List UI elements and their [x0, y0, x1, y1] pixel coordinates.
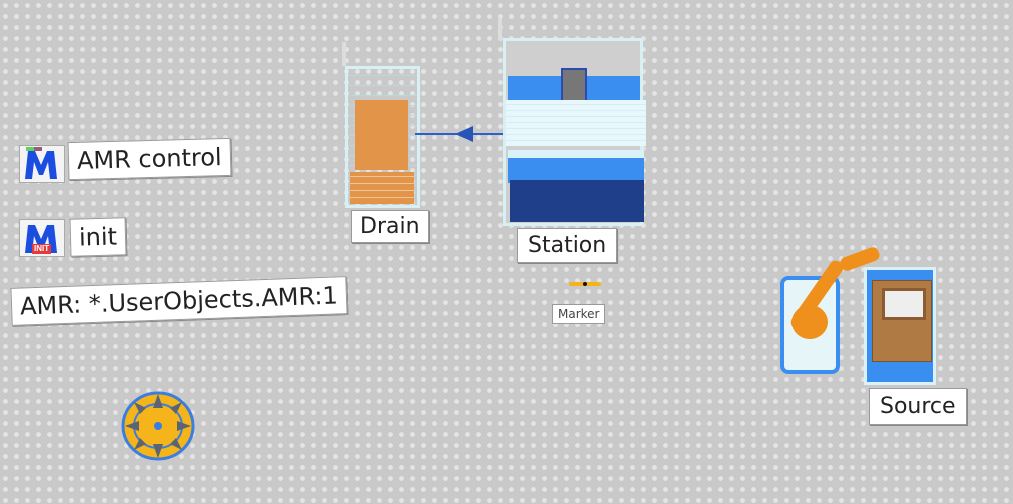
method-icon — [25, 225, 57, 253]
source-label[interactable]: Source — [869, 388, 967, 425]
method-amr-control-label[interactable]: AMR control — [67, 137, 232, 181]
drain-object[interactable] — [342, 42, 422, 208]
station-table — [506, 100, 646, 146]
drain-label[interactable]: Drain — [351, 210, 429, 243]
connector-arrow-icon — [455, 126, 473, 142]
status-indicator — [26, 147, 34, 151]
marker-label[interactable]: Marker — [552, 304, 606, 324]
drain-floor — [350, 172, 414, 204]
marker-dot — [583, 282, 587, 286]
station-label[interactable]: Station — [517, 228, 618, 263]
drain-pole — [342, 42, 346, 66]
source-object[interactable] — [864, 267, 936, 385]
station-object[interactable] — [498, 18, 653, 226]
navigation-compass-icon[interactable] — [120, 388, 196, 464]
robot-base — [792, 305, 828, 339]
status-indicator — [34, 147, 42, 151]
method-amr-control-icon[interactable] — [19, 145, 65, 183]
method-init-label[interactable]: init — [69, 217, 127, 257]
station-pole — [498, 18, 502, 40]
method-icon — [25, 151, 57, 179]
station-front — [508, 150, 644, 183]
station-base — [510, 180, 644, 222]
source-box-open — [882, 288, 926, 320]
init-badge: INIT — [32, 244, 52, 254]
method-init-icon[interactable]: INIT — [19, 219, 65, 257]
drain-box — [355, 100, 408, 170]
variable-amr-label[interactable]: AMR: *.UserObjects.AMR:1 — [10, 276, 348, 326]
